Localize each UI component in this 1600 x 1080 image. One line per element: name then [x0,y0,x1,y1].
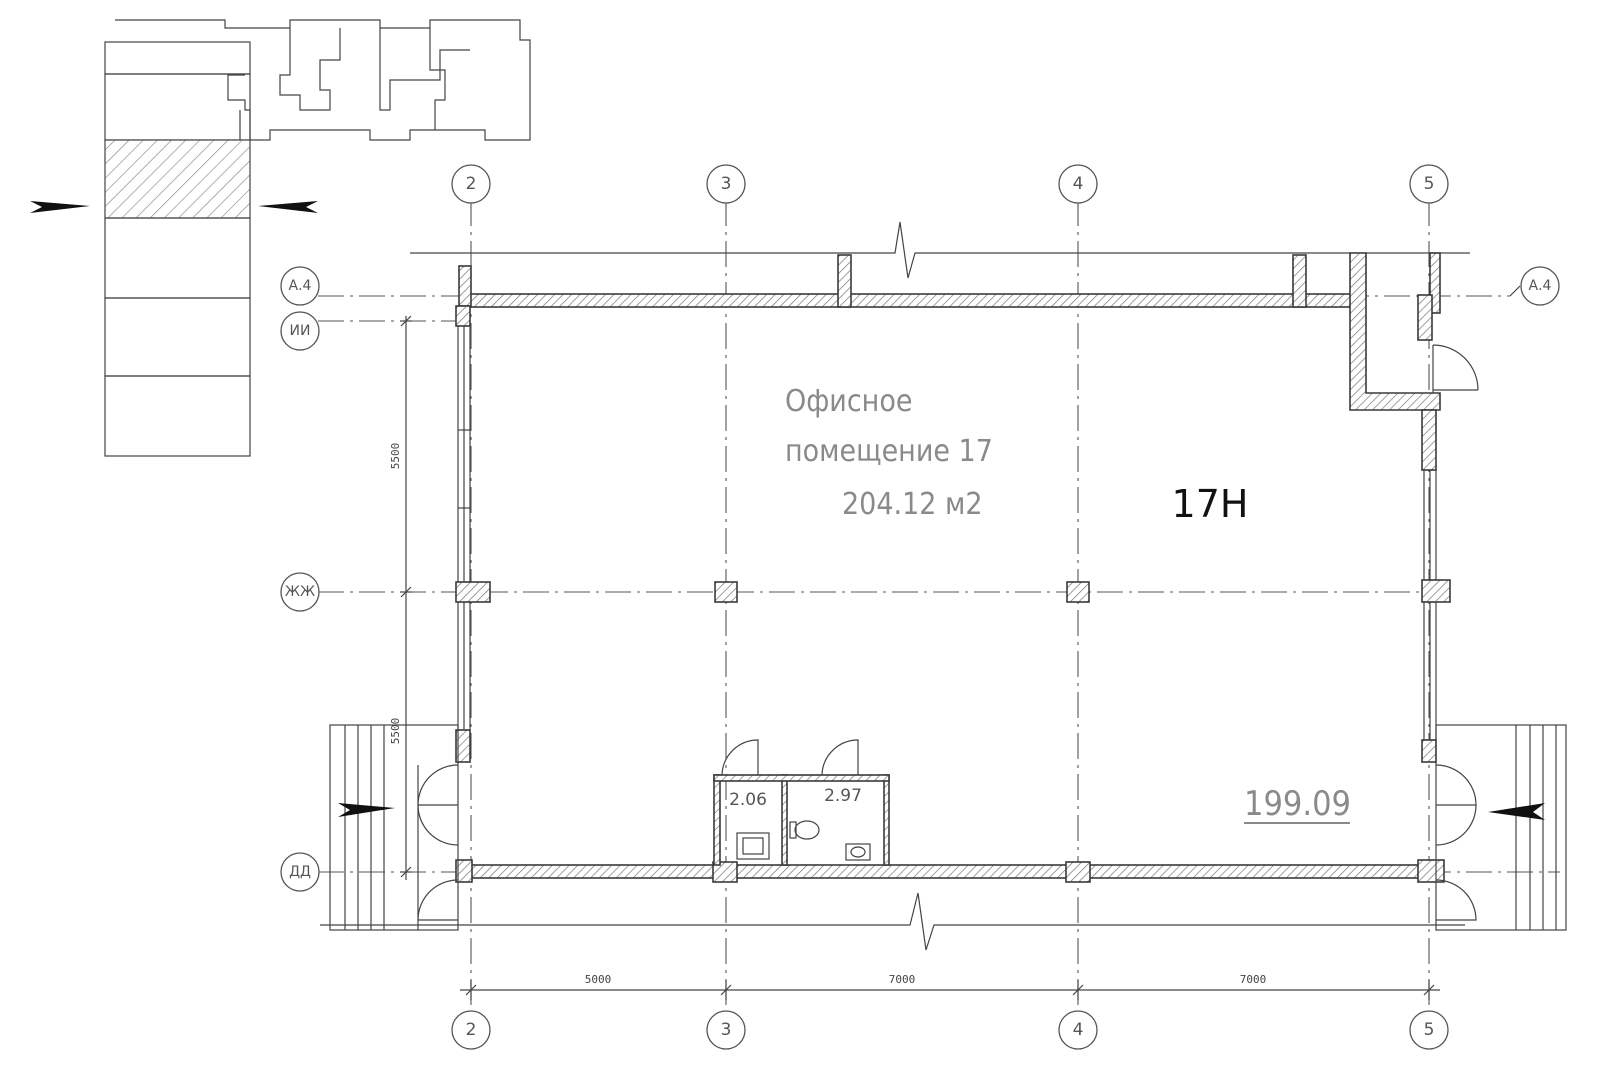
axis-top-4: 4 [1073,174,1084,194]
dim-bottom-2: 7000 [889,973,916,986]
doors [417,344,1479,930]
room-area: 204.12 м2 [842,487,983,522]
entrance-arrow-left-icon [338,803,395,817]
axis-bubbles-top: 2 3 4 5 [451,164,1449,204]
dim-left-1: 5500 [389,443,402,470]
dim-bottom-3: 7000 [1240,973,1267,986]
dimensions-bottom: 5000 7000 7000 [460,973,1440,1000]
key-plan-highlight [104,139,251,219]
axis-right-a4: А.4 [1529,278,1552,294]
dimensions-left: 5500 5500 [389,315,412,880]
axis-bottom-3: 3 [721,1020,732,1040]
axis-bottom-4: 4 [1073,1020,1084,1040]
arrow-left-icon [258,201,318,213]
room-label: Офисное помещение 17 204.12 м2 [785,384,993,522]
wc-2-label: 2.97 [824,786,862,806]
axis-top-2: 2 [466,174,477,194]
break-lines [320,221,1470,951]
key-plan [30,19,531,457]
dim-left-2: 5500 [389,718,402,745]
axis-top-5: 5 [1424,174,1435,194]
walls [455,252,1451,883]
axis-bottom-2: 2 [466,1020,477,1040]
axis-left-ii: ИИ [290,323,311,339]
axis-left-dd: ДД [289,864,311,880]
arrow-right-icon [30,201,90,213]
axis-bubbles-left: А.4 ИИ ЖЖ ДД [280,266,320,892]
axis-left-zhzh: ЖЖ [285,584,315,600]
axis-bottom-5: 5 [1424,1020,1435,1040]
wc-1-label: 2.06 [729,790,767,810]
elevation-mark: 199.09 [1244,784,1351,824]
unit-label: 17Н [1172,482,1249,526]
axis-bubbles-bottom: 2 3 4 5 [451,1010,1449,1050]
porch-left [329,724,459,931]
axis-bubbles-right: А.4 [1509,266,1560,306]
porch-right [1435,724,1567,931]
dim-bottom-1: 5000 [585,973,612,986]
axis-top-3: 3 [721,174,732,194]
wc-fixtures [736,820,871,861]
axis-left-a4: А.4 [289,278,312,294]
room-name-line1: Офисное [785,384,912,419]
entrance-arrow-right-icon [1488,803,1545,820]
windows [457,325,1437,741]
room-name-line2: помещение 17 [785,434,993,469]
grid-axes [318,200,1560,1005]
